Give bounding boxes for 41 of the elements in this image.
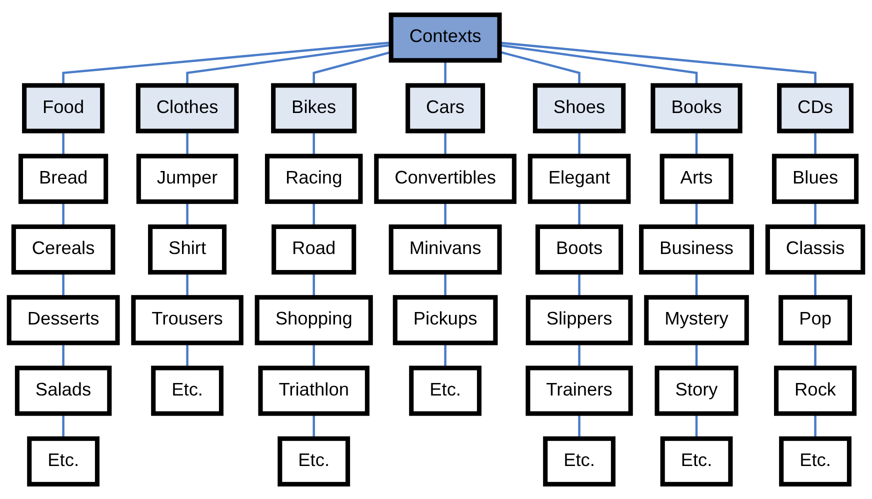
node-box: Etc.: [278, 436, 350, 486]
node-box: Bread: [18, 154, 108, 204]
node-box: Cars: [406, 83, 486, 134]
node-box: Triathlon: [258, 366, 370, 416]
node-box: Racing: [264, 154, 363, 204]
node-box: Salads: [14, 366, 112, 416]
node-box: Desserts: [6, 295, 120, 346]
node-box: Business: [639, 224, 754, 275]
node-box: Etc.: [409, 366, 482, 416]
node-box: Etc.: [151, 366, 224, 416]
node-box: CDs: [777, 83, 854, 134]
node-box: Pop: [778, 295, 852, 346]
node-box: Road: [272, 224, 356, 275]
node-box: Etc.: [543, 436, 616, 486]
node-box: Trainers: [526, 366, 633, 416]
node-box: Etc.: [779, 436, 852, 486]
node-box: Slippers: [526, 295, 633, 346]
node-box: Shoes: [532, 83, 626, 134]
node-box: Cereals: [11, 224, 116, 275]
node-box: Pickups: [392, 295, 498, 346]
node-box: Clothes: [136, 83, 239, 134]
node-box: Rock: [774, 366, 857, 416]
node-box: Contexts: [388, 12, 502, 63]
node-box: Story: [654, 366, 738, 416]
node-box: Etc.: [660, 436, 733, 486]
node-box: Books: [650, 83, 742, 134]
node-box: Elegant: [528, 154, 631, 204]
node-box: Shirt: [148, 224, 227, 275]
node-box: Blues: [772, 154, 859, 204]
node-box: Food: [22, 83, 105, 134]
node-box: Boots: [535, 224, 624, 275]
node-box: Jumper: [136, 154, 238, 204]
node-box: Bikes: [271, 83, 357, 134]
node-box: Mystery: [644, 295, 749, 346]
node-box: Trousers: [131, 295, 244, 346]
node-box: Shopping: [254, 295, 373, 346]
node-box: Arts: [660, 154, 734, 204]
node-box: Classis: [765, 224, 866, 275]
node-box: Minivans: [388, 224, 502, 275]
node-box: Convertibles: [374, 154, 516, 204]
node-box: Etc.: [27, 436, 100, 486]
